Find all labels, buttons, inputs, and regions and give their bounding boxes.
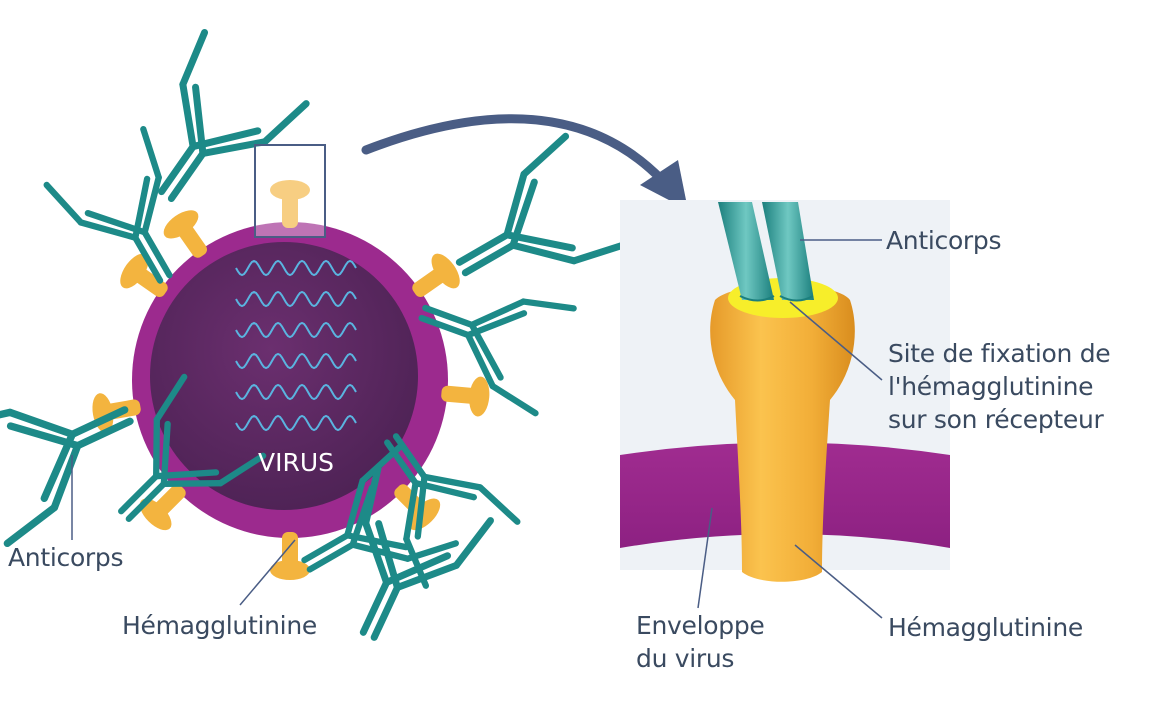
label-hemagglutinin-left: Hémagglutinine <box>122 611 317 640</box>
label-site-line1: Site de fixation de <box>888 339 1111 368</box>
leader-hemagglutinin-left <box>239 539 296 606</box>
hemagglutinin-spikes <box>92 180 490 580</box>
leader-site-right <box>789 301 883 381</box>
antibody <box>118 373 267 522</box>
zoom-arrow <box>361 114 688 210</box>
antibody <box>0 406 134 548</box>
rna-strand <box>235 383 357 401</box>
virus-label: VIRUS <box>258 448 335 477</box>
virus-rna <box>235 259 357 432</box>
rna-strand <box>235 259 357 277</box>
hemagglutinin-spike <box>120 253 168 298</box>
antibody <box>301 443 459 573</box>
antibody <box>418 298 577 417</box>
zoom-hemagglutinin <box>710 285 855 582</box>
antibodies-left <box>0 29 632 641</box>
leader-hemagglutinin-right <box>794 544 883 619</box>
label-site-line3: sur son récepteur <box>888 405 1104 434</box>
label-antibody-right: Anticorps <box>886 226 1002 255</box>
antibody <box>455 132 632 277</box>
hemagglutinin-spike <box>441 376 490 417</box>
antibody <box>158 29 310 202</box>
hemagglutinin-spike <box>412 253 460 298</box>
hemagglutinin-spike <box>270 180 310 228</box>
label-hemagglutinin-right: Hémagglutinine <box>888 613 1083 642</box>
antibody <box>43 126 173 284</box>
label-antibody-left: Anticorps <box>8 543 124 572</box>
hemagglutinin-spike <box>139 484 186 531</box>
label-envelope-line1: Enveloppe <box>636 611 765 640</box>
virus-particle <box>132 222 448 538</box>
antibody <box>384 433 521 589</box>
rna-strand <box>235 414 357 432</box>
label-envelope-line2: du virus <box>636 644 735 673</box>
zoom-panel <box>620 200 950 582</box>
rna-strand <box>235 352 357 370</box>
hemagglutinin-spike <box>270 532 310 580</box>
leader-envelope-right <box>697 507 713 609</box>
label-site-line2: l'hémagglutinine <box>888 372 1094 401</box>
virus-core <box>150 242 418 510</box>
rna-strand <box>235 321 357 339</box>
zoom-box <box>254 144 326 238</box>
zoom-antibody <box>718 202 814 302</box>
hemagglutinin-spike <box>163 210 208 258</box>
rna-strand <box>235 290 357 308</box>
